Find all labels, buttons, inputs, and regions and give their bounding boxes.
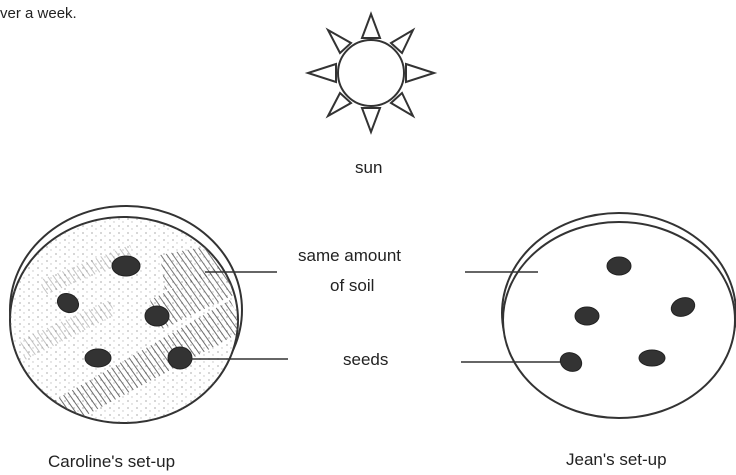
soil-label-line2: of soil [330, 276, 374, 296]
seed [639, 350, 665, 366]
sun-ray [362, 108, 380, 132]
sun-ray [406, 64, 434, 82]
seed [145, 306, 169, 326]
sun-label: sun [355, 158, 382, 178]
sun-icon [308, 14, 434, 132]
seed [85, 349, 111, 367]
seed [575, 307, 599, 325]
seed [112, 256, 140, 276]
sun-ray [362, 14, 380, 38]
jean-dish [502, 213, 736, 418]
seed [607, 257, 631, 275]
soil-label-line1: same amount [298, 246, 401, 266]
caroline-dish [0, 200, 255, 440]
seed [168, 347, 192, 369]
caroline-soil [0, 200, 255, 440]
header-text: ver a week. [0, 4, 77, 24]
jean-setup-label: Jean's set-up [566, 450, 667, 470]
sun-ray [308, 64, 336, 82]
seeds-label: seeds [343, 350, 388, 370]
caroline-setup-label: Caroline's set-up [48, 452, 175, 472]
sun-disc [338, 40, 404, 106]
